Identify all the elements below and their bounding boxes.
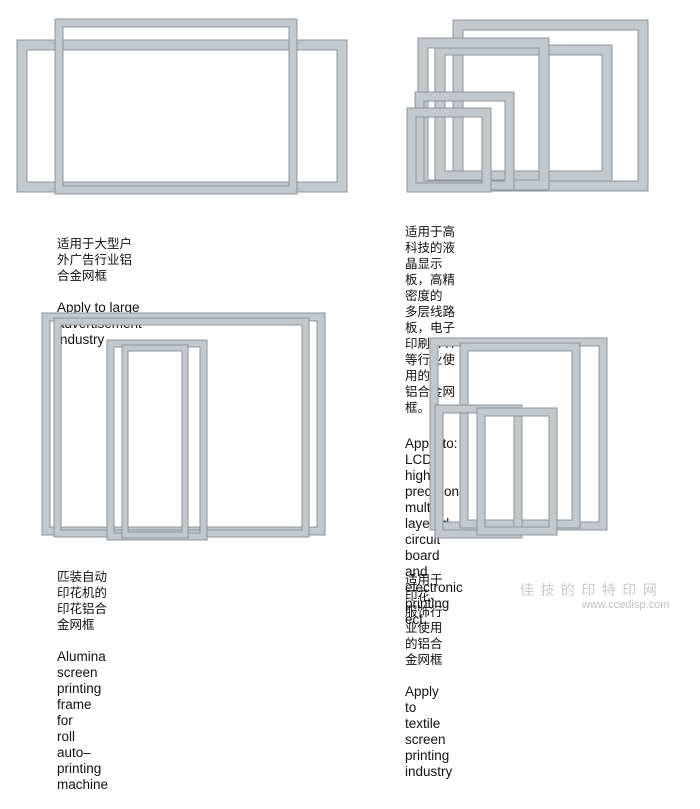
frame-back-wide <box>16 39 348 193</box>
frame-auto-small-2 <box>121 344 189 539</box>
frame-textile-divider <box>459 342 581 529</box>
caption-en: Apply to textile screen printing industr… <box>405 684 453 779</box>
lcd-frames-illustration <box>406 19 649 193</box>
caption-zh: 适用于印花、服饰行业使用的铝合金网框 <box>405 572 443 667</box>
textile-frames-illustration <box>429 337 608 539</box>
caption-en: Alumina screen printing frame for roll a… <box>57 649 109 792</box>
watermark-url: www.ccedisp.com <box>582 599 670 611</box>
frame-textile-front-2 <box>476 407 558 536</box>
large-frames-illustration <box>16 18 348 195</box>
caption-textile-printing: 适用于印花、服饰行业使用的铝合金网框 Apply to textile scre… <box>405 556 452 796</box>
watermark-cn: 佳 技 的 印 特 印 网 <box>520 583 658 599</box>
frame-front-wide <box>54 18 298 195</box>
frame-lcd-1 <box>452 19 649 192</box>
frame-lcd-5 <box>406 107 492 193</box>
frame-lcd-2 <box>434 44 613 182</box>
frame-auto-middle <box>53 317 310 538</box>
caption-zh: 适用于大型户外广告行业铝合金网框 <box>57 236 133 283</box>
auto-printing-frames-illustration <box>41 312 326 541</box>
